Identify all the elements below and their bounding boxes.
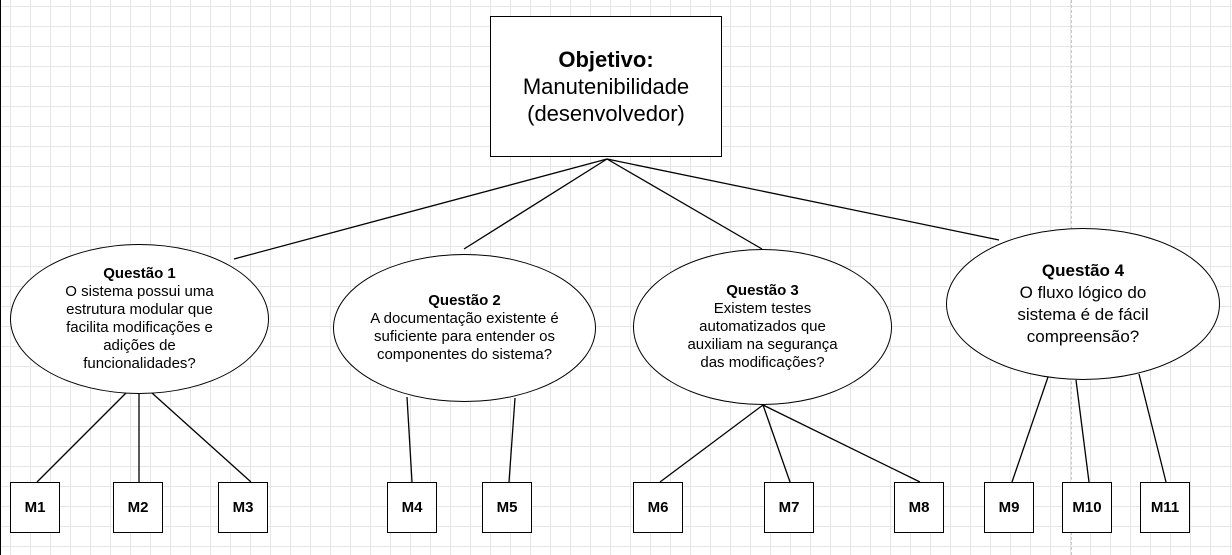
metric-box-m6[interactable]: M6 xyxy=(633,482,683,533)
link-q4-m11 xyxy=(1138,373,1167,483)
link-q2-m4 xyxy=(406,396,413,483)
link-q3-m7 xyxy=(762,404,791,483)
question-3-text: Existem testes automatizados que auxilia… xyxy=(687,300,838,371)
link-q3-m6 xyxy=(659,404,764,483)
link-goal-q3 xyxy=(606,158,763,250)
link-goal-q4 xyxy=(606,158,1000,241)
metric-box-m1[interactable]: M1 xyxy=(10,482,60,533)
question-1-title: Questão 1 xyxy=(103,265,176,282)
metric-box-m9[interactable]: M9 xyxy=(984,482,1034,533)
metric-box-m8[interactable]: M8 xyxy=(894,482,944,533)
question-2-text: A documentação existente é suficiente pa… xyxy=(370,310,559,363)
metric-box-m7[interactable]: M7 xyxy=(764,482,814,533)
question-4-title: Questão 4 xyxy=(1041,261,1125,280)
metric-box-m2[interactable]: M2 xyxy=(113,482,163,533)
link-q2-m5 xyxy=(508,397,516,483)
metric-box-m4[interactable]: M4 xyxy=(387,482,437,533)
link-q1-m3 xyxy=(151,392,252,483)
link-q1-m1 xyxy=(36,391,128,483)
goal-box[interactable]: Objetivo: Manutenibilidade (desenvolvedo… xyxy=(490,16,722,157)
question-2-ellipse[interactable]: Questão 2 A documentação existente é suf… xyxy=(333,254,596,402)
goal-line-1: Manutenibilidade xyxy=(522,74,690,99)
link-goal-q1 xyxy=(233,158,608,260)
metric-box-m5[interactable]: M5 xyxy=(482,482,532,533)
metric-box-m11[interactable]: M11 xyxy=(1140,482,1190,533)
metric-box-m3[interactable]: M3 xyxy=(218,482,268,533)
question-3-ellipse[interactable]: Questão 3 Existem testes automatizados q… xyxy=(633,249,892,405)
question-3-title: Questão 3 xyxy=(726,282,799,299)
link-q3-m8 xyxy=(762,404,921,483)
question-2-title: Questão 2 xyxy=(428,292,501,309)
question-1-text: O sistema possui uma estrutura modular q… xyxy=(65,283,214,372)
question-4-ellipse[interactable]: Questão 4 O fluxo lógico do sistema é de… xyxy=(946,228,1220,380)
question-1-ellipse[interactable]: Questão 1 O sistema possui uma estrutura… xyxy=(10,244,269,394)
link-q4-m9 xyxy=(1011,376,1049,483)
question-4-text: O fluxo lógico do sistema é de fácil com… xyxy=(1017,283,1149,346)
link-goal-q2 xyxy=(463,158,608,250)
link-q4-m10 xyxy=(1075,379,1090,483)
metric-box-m10[interactable]: M10 xyxy=(1062,482,1112,533)
canvas-left-border xyxy=(0,0,1,555)
goal-line-2: (desenvolvedor) xyxy=(527,101,685,126)
goal-title: Objetivo: xyxy=(558,47,654,72)
